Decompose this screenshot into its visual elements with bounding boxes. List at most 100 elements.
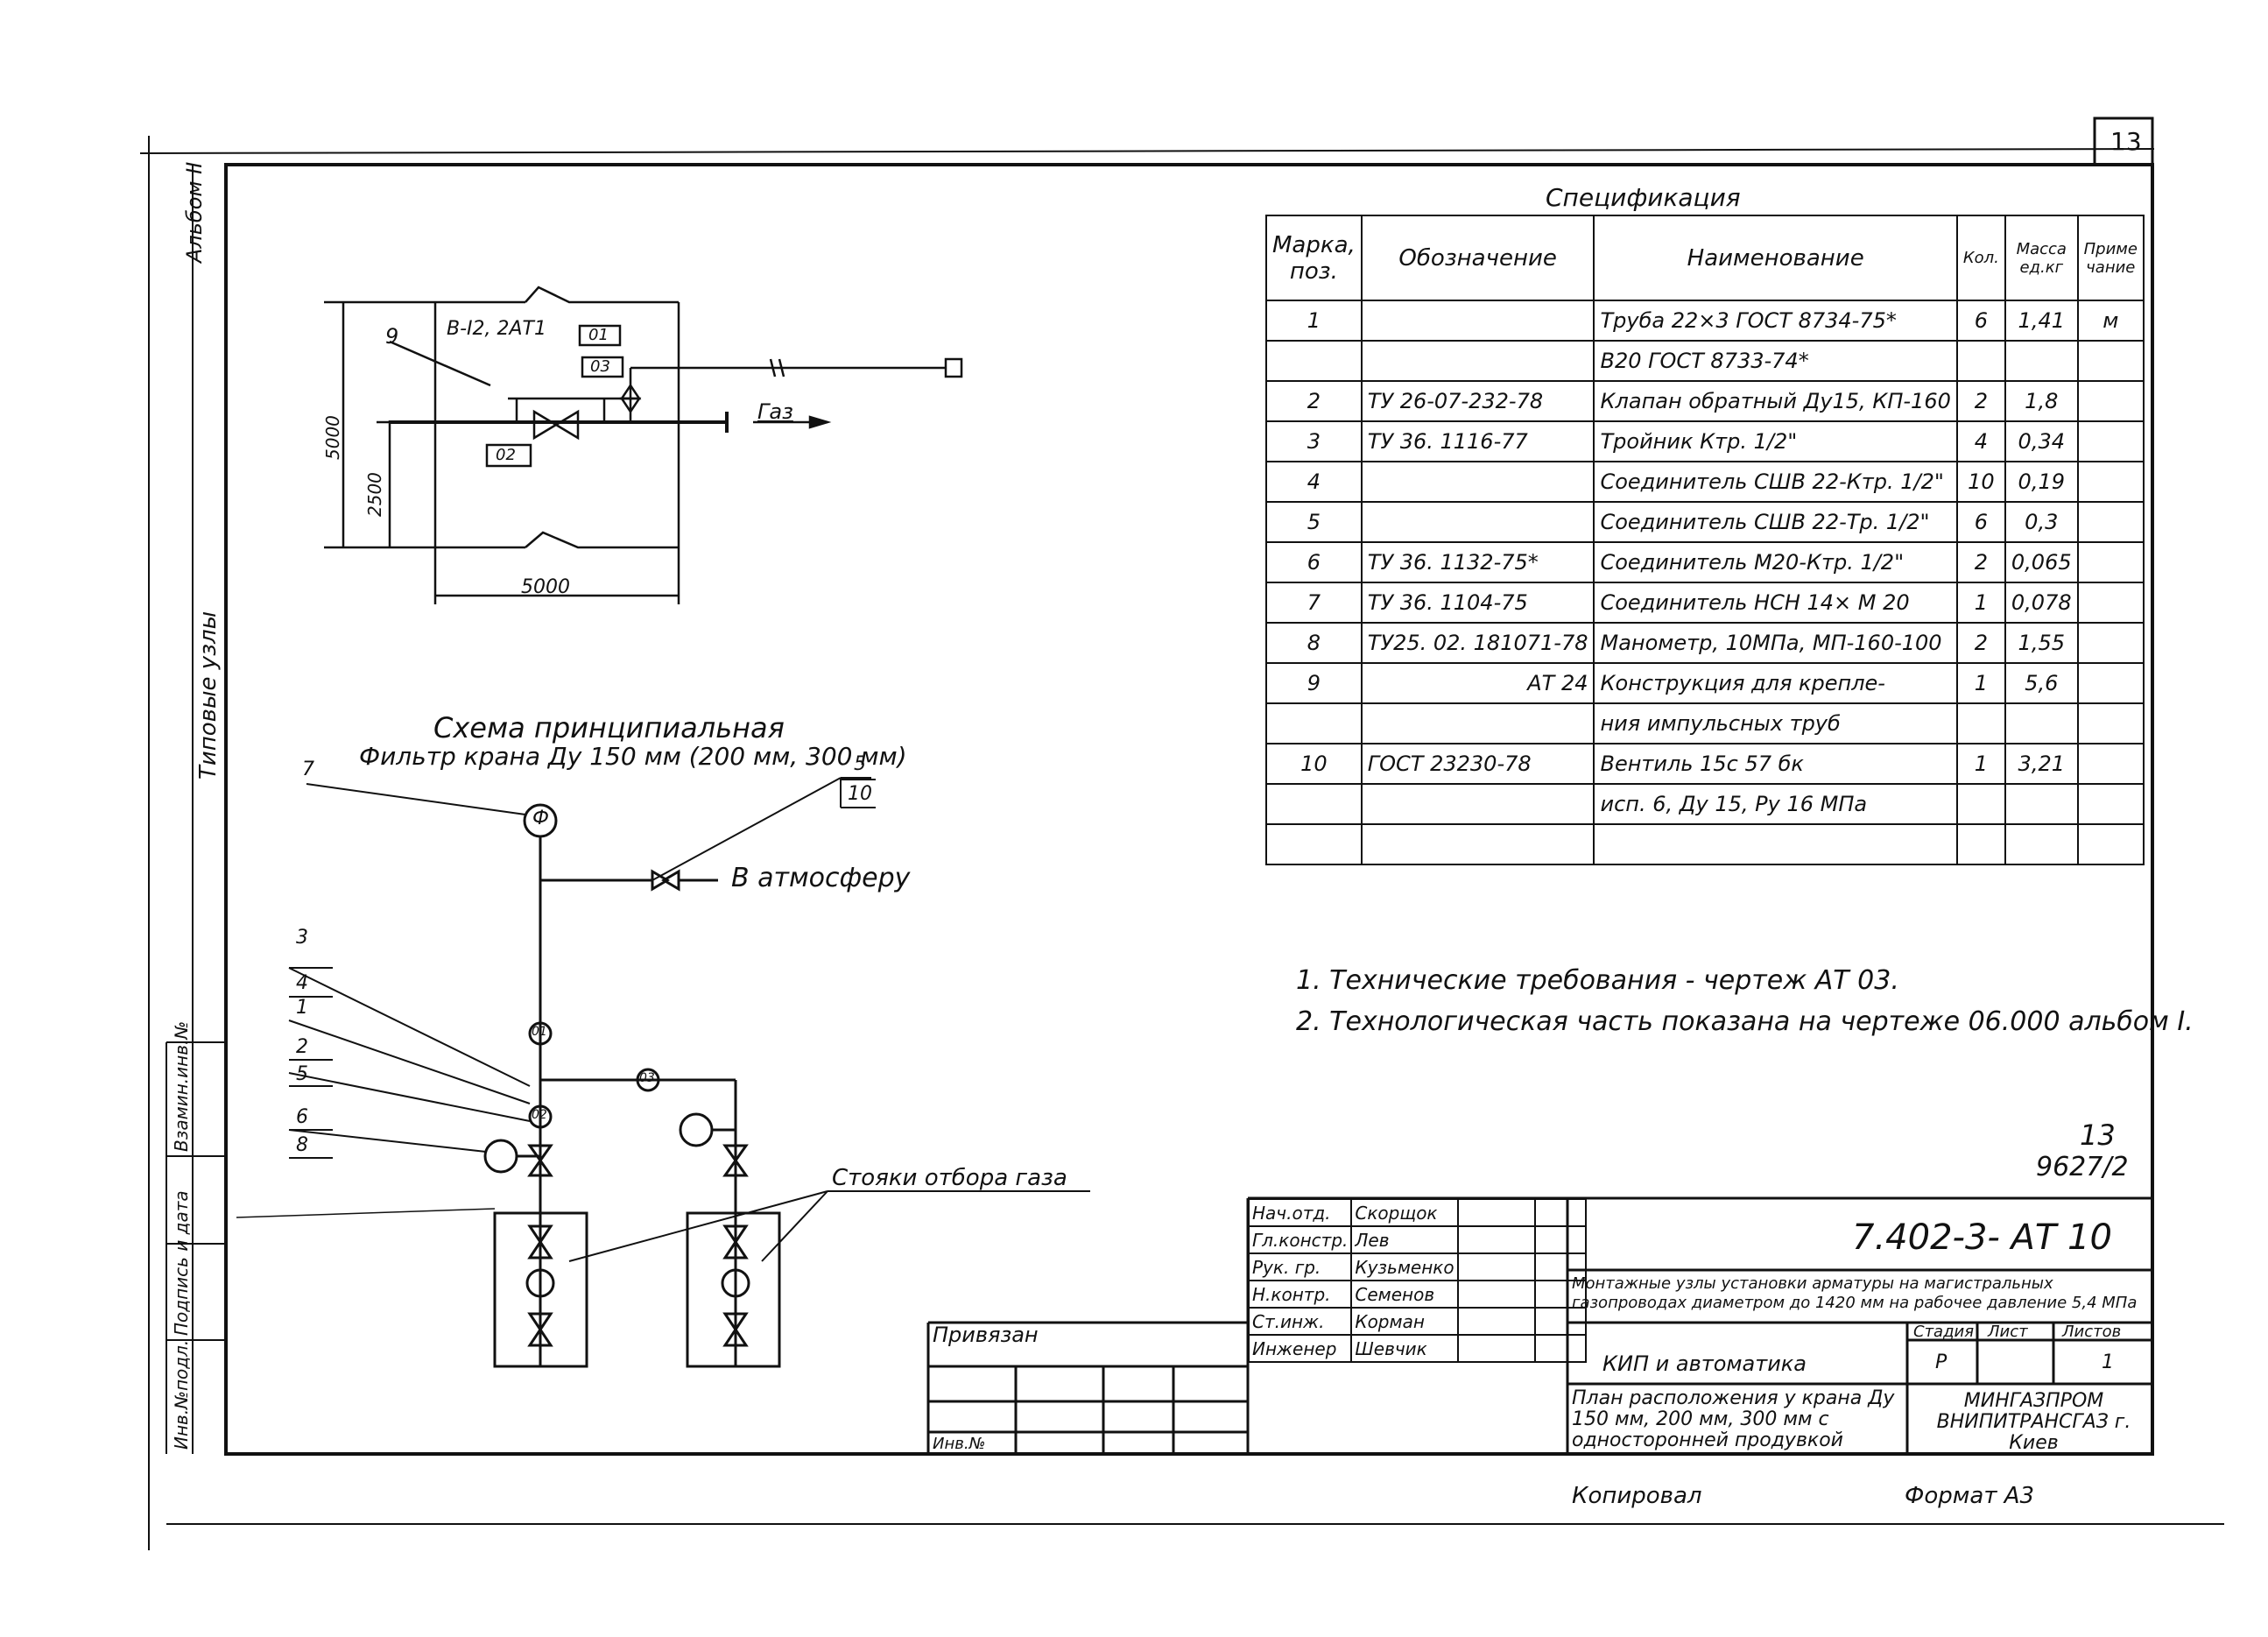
- spec-cell-code: [1360, 783, 1595, 825]
- plan-box-03: 03: [590, 357, 610, 376]
- spec-cell-name: Манометр, 10МПа, МП-160-100: [1593, 622, 1958, 664]
- spec-cell-mark: 1: [1265, 300, 1363, 342]
- spec-cell-name: Соединитель СШВ 22-Тр. 1/2": [1593, 501, 1958, 543]
- signer-name: Шевчик: [1350, 1334, 1459, 1363]
- spec-cell-mass: [2004, 340, 2079, 382]
- spec-cell-note: [2076, 501, 2145, 543]
- sheets-value: 1: [2102, 1351, 2114, 1373]
- signer-date: [1533, 1225, 1587, 1254]
- spec-cell-name: Клапан обратный Ду15, КП-160: [1593, 380, 1958, 422]
- signer-role: Ст.инж.: [1247, 1307, 1353, 1336]
- spec-cell-mark: 9: [1265, 662, 1363, 704]
- spec-cell-code: ТУ25. 02. 181071-78: [1360, 622, 1595, 664]
- scheme-stoyaki-label: Стояки отбора газа: [832, 1165, 1067, 1191]
- callout-6: 6: [296, 1106, 308, 1128]
- signer-role: Рук. гр.: [1247, 1252, 1353, 1281]
- spec-cell-code: ТУ 26-07-232-78: [1360, 380, 1595, 422]
- plan-dim-2500: 2500: [364, 472, 385, 517]
- signer-signature: [1456, 1334, 1536, 1363]
- spec-cell-qty: 6: [1955, 300, 2006, 342]
- callout-7: 7: [302, 759, 314, 780]
- spec-cell-code: [1360, 823, 1595, 865]
- spec-cell-mass: 0,19: [2004, 461, 2079, 503]
- spec-row: ния импульсных труб: [1265, 702, 2145, 744]
- inv-no-label: Инв.№: [933, 1435, 986, 1453]
- spec-cell-mark: 7: [1265, 582, 1363, 624]
- signer-role: Нач.отд.: [1247, 1198, 1353, 1227]
- signer-row: Н.контр.Семенов: [1247, 1280, 1587, 1309]
- spec-cell-qty: 1: [1955, 662, 2006, 704]
- spec-cell-mark: [1265, 783, 1363, 825]
- spec-cell-name: Труба 22×3 ГОСТ 8734-75*: [1593, 300, 1958, 342]
- spec-cell-code: ГОСТ 23230-78: [1360, 743, 1595, 785]
- signer-row: Нач.отд.Скорщок: [1247, 1198, 1587, 1227]
- plan-gas-label: Газ: [757, 399, 793, 424]
- sign-date-label: Подпись и дата: [171, 1190, 192, 1336]
- spec-cell-mark: 3: [1265, 420, 1363, 462]
- spec-cell-mass: [2004, 823, 2079, 865]
- spec-cell-name: [1593, 823, 1958, 865]
- note-2: 2. Технологическая часть показана на чер…: [1296, 1006, 2194, 1037]
- spec-cell-qty: [1955, 823, 2006, 865]
- callout-5: 5: [854, 753, 866, 775]
- signer-row: Рук. гр.Кузьменко: [1247, 1252, 1587, 1281]
- drawing-title: План расположения у крана Ду 150 мм, 200…: [1572, 1387, 1895, 1451]
- spec-header-note: Приме чание: [2076, 215, 2145, 301]
- spec-cell-name: ния импульсных труб: [1593, 702, 1958, 744]
- callout-10: 10: [848, 783, 872, 805]
- signer-signature: [1456, 1280, 1536, 1309]
- signer-date: [1533, 1252, 1587, 1281]
- spec-cell-mass: 1,41: [2004, 300, 2079, 342]
- spec-cell-qty: 4: [1955, 420, 2006, 462]
- spec-cell-mass: 1,8: [2004, 380, 2079, 422]
- spec-cell-name: Соединитель М20-Ктр. 1/2": [1593, 541, 1958, 583]
- signer-role: Н.контр.: [1247, 1280, 1353, 1309]
- signer-name: Семенов: [1350, 1280, 1459, 1309]
- spec-cell-mark: 6: [1265, 541, 1363, 583]
- spec-header-qty: Кол.: [1955, 215, 2006, 301]
- spec-cell-qty: 2: [1955, 622, 2006, 664]
- spec-cell-code: ТУ 36. 1104-75: [1360, 582, 1595, 624]
- signer-signature: [1456, 1225, 1536, 1254]
- spec-table: Марка, поз. Обозначение Наименование Кол…: [1265, 215, 2145, 865]
- privyazan-label: Привязан: [933, 1323, 1039, 1347]
- sheet-mark-code: 9627/2: [2036, 1152, 2129, 1182]
- sheet-number-box: [2093, 116, 2154, 166]
- spec-cell-note: [2076, 541, 2145, 583]
- section-label: КИП и автоматика: [1602, 1351, 1807, 1376]
- spec-cell-code: АТ 24: [1360, 662, 1595, 704]
- signer-name: Скорщок: [1350, 1198, 1459, 1227]
- principal-scheme: [236, 777, 1090, 1368]
- callout-2: 2: [296, 1036, 308, 1058]
- spec-cell-note: [2076, 622, 2145, 664]
- spec-header-row: Марка, поз. Обозначение Наименование Кол…: [1265, 215, 2145, 301]
- spec-cell-mass: 0,065: [2004, 541, 2079, 583]
- node-01: 01: [532, 1025, 547, 1039]
- spec-cell-code: ТУ 36. 1116-77: [1360, 420, 1595, 462]
- signer-date: [1533, 1198, 1587, 1227]
- spec-cell-qty: [1955, 702, 2006, 744]
- spec-cell-note: [2076, 662, 2145, 704]
- typical-units-label: Типовые узлы: [195, 610, 222, 780]
- plan-pos-9: 9: [385, 324, 399, 349]
- spec-cell-mass: 5,6: [2004, 662, 2079, 704]
- spec-cell-name: Соединитель СШВ 22-Ктр. 1/2": [1593, 461, 1958, 503]
- sheets-label: Листов: [2062, 1323, 2122, 1341]
- callout-4: 4: [296, 972, 308, 994]
- note-1: 1. Технические требования - чертеж АТ 03…: [1296, 965, 1899, 996]
- doc-code: 7.402-3- АТ 10: [1852, 1217, 2112, 1258]
- spec-row: В20 ГОСТ 8733-74*: [1265, 340, 2145, 382]
- inv-orig-label: Инв.№подл.: [171, 1339, 192, 1450]
- sheet-number: 13: [2110, 127, 2142, 156]
- plan-dim-5000-vertical: 5000: [322, 415, 343, 460]
- stage-value: Р: [1935, 1351, 1948, 1373]
- spec-cell-name: Тройник Ктр. 1/2": [1593, 420, 1958, 462]
